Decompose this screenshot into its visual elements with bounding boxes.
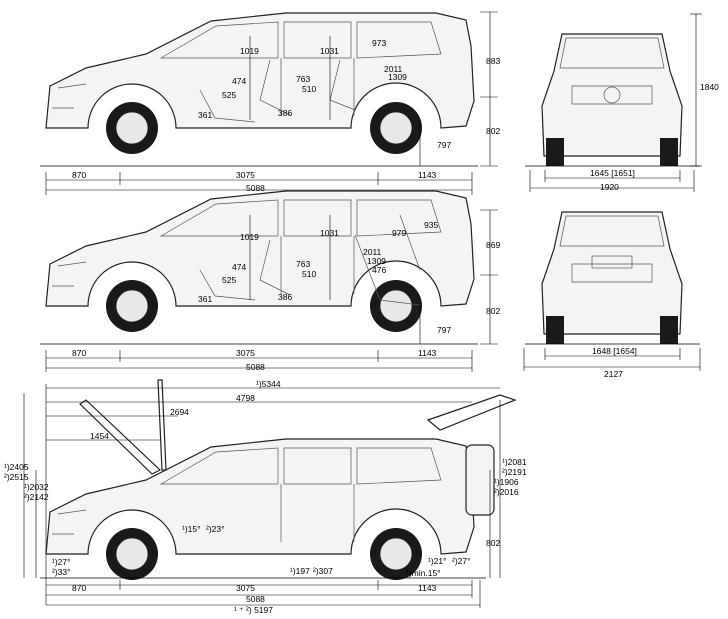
rear-view: 1648 [1654] 2127 <box>523 211 701 379</box>
dim-label: 474 <box>232 262 246 272</box>
dim-label: ¹ ⁺ ²) 5197 <box>234 605 273 615</box>
dim-label: ¹)2405 <box>4 462 29 472</box>
dim-label: 361 <box>198 294 212 304</box>
dim-label: 525 <box>222 90 236 100</box>
dim-label: 1309 <box>388 72 407 82</box>
dim-label: 3075 <box>236 170 255 180</box>
dim-label: 4798 <box>236 393 255 403</box>
dim-label: 474 <box>232 76 246 86</box>
dim-label: ²)2191 <box>502 467 527 477</box>
dim-label: ²)2515 <box>4 472 29 482</box>
dim-label: 386 <box>278 108 292 118</box>
dim-label: 797 <box>437 325 451 335</box>
side-view-2: 1019 1031 979 935 474 525 763 510 2011 1… <box>40 190 500 372</box>
dim-label: 1454 <box>90 431 109 441</box>
dim-label: 1840 <box>700 82 719 92</box>
dim-label: 979 <box>392 228 406 238</box>
dim-label: 870 <box>72 170 86 180</box>
dim-label: 1143 <box>418 348 437 358</box>
dim-label: 1019 <box>240 46 259 56</box>
dim-label: 1031 <box>320 46 339 56</box>
angle-label: ¹)15° <box>182 524 201 534</box>
angle-label: ²)23° <box>206 524 225 534</box>
dim-label: 386 <box>278 292 292 302</box>
dim-label: 361 <box>198 110 212 120</box>
dim-label: 883 <box>486 56 500 66</box>
dim-label: 5088 <box>246 594 265 604</box>
angle-label: ¹)197 <box>290 566 310 576</box>
dim-label: 5088 <box>246 362 265 372</box>
angle-label: ¹)min.15° <box>406 568 441 578</box>
dim-label: 3075 <box>236 583 255 593</box>
dim-label: 802 <box>486 126 500 136</box>
dim-label: 870 <box>72 348 86 358</box>
dim-label: ¹)2032 <box>24 482 49 492</box>
dim-label: 1920 <box>600 182 619 192</box>
dim-label: 869 <box>486 240 500 250</box>
dim-label: 973 <box>372 38 386 48</box>
dim-label: 763 <box>296 259 310 269</box>
dim-label: 802 <box>486 538 500 548</box>
dim-label: 525 <box>222 275 236 285</box>
front-view: 1840 1645 [1651] 1920 <box>525 13 719 192</box>
dim-label: 510 <box>302 269 316 279</box>
dim-label: 870 <box>72 583 86 593</box>
dim-label: 1648 [1654] <box>592 346 637 356</box>
dim-label: 2011 <box>363 247 382 257</box>
dim-label: ¹)5344 <box>256 379 281 389</box>
dim-label: 5088 <box>246 183 265 193</box>
dim-label: ²)2142 <box>24 492 49 502</box>
dim-label: 3075 <box>236 348 255 358</box>
dim-label: 935 <box>424 220 438 230</box>
dim-label: 1031 <box>320 228 339 238</box>
dim-label: 476 <box>372 265 386 275</box>
dim-label: 797 <box>437 140 451 150</box>
dim-label: 2127 <box>604 369 623 379</box>
angle-label: ²)27° <box>452 556 471 566</box>
dim-label: 763 <box>296 74 310 84</box>
side-view-3: ¹)5344 4798 2694 1454 ¹)2405 ²)2515 ¹)20… <box>4 379 527 615</box>
dim-label: ¹)1906 <box>494 477 519 487</box>
dim-label: 1309 <box>367 256 386 266</box>
angle-label: ¹)21° <box>428 556 447 566</box>
dim-label: 1019 <box>240 232 259 242</box>
angle-label: ¹)27° <box>52 557 71 567</box>
dim-label: 1143 <box>418 170 437 180</box>
dim-label: 802 <box>486 306 500 316</box>
angle-label: ²)307 <box>313 566 333 576</box>
dim-label: 510 <box>302 84 316 94</box>
dim-label: ²)2016 <box>494 487 519 497</box>
dim-label: 2694 <box>170 407 189 417</box>
dim-label: 1143 <box>418 583 437 593</box>
angle-label: ²)33° <box>52 567 71 577</box>
side-view-1: 1019 1031 973 474 525 763 510 2011 1309 … <box>40 11 500 195</box>
dim-label: ¹)2081 <box>502 457 527 467</box>
dim-label: 1645 [1651] <box>590 168 635 178</box>
dim-label: 2011 <box>384 64 403 74</box>
